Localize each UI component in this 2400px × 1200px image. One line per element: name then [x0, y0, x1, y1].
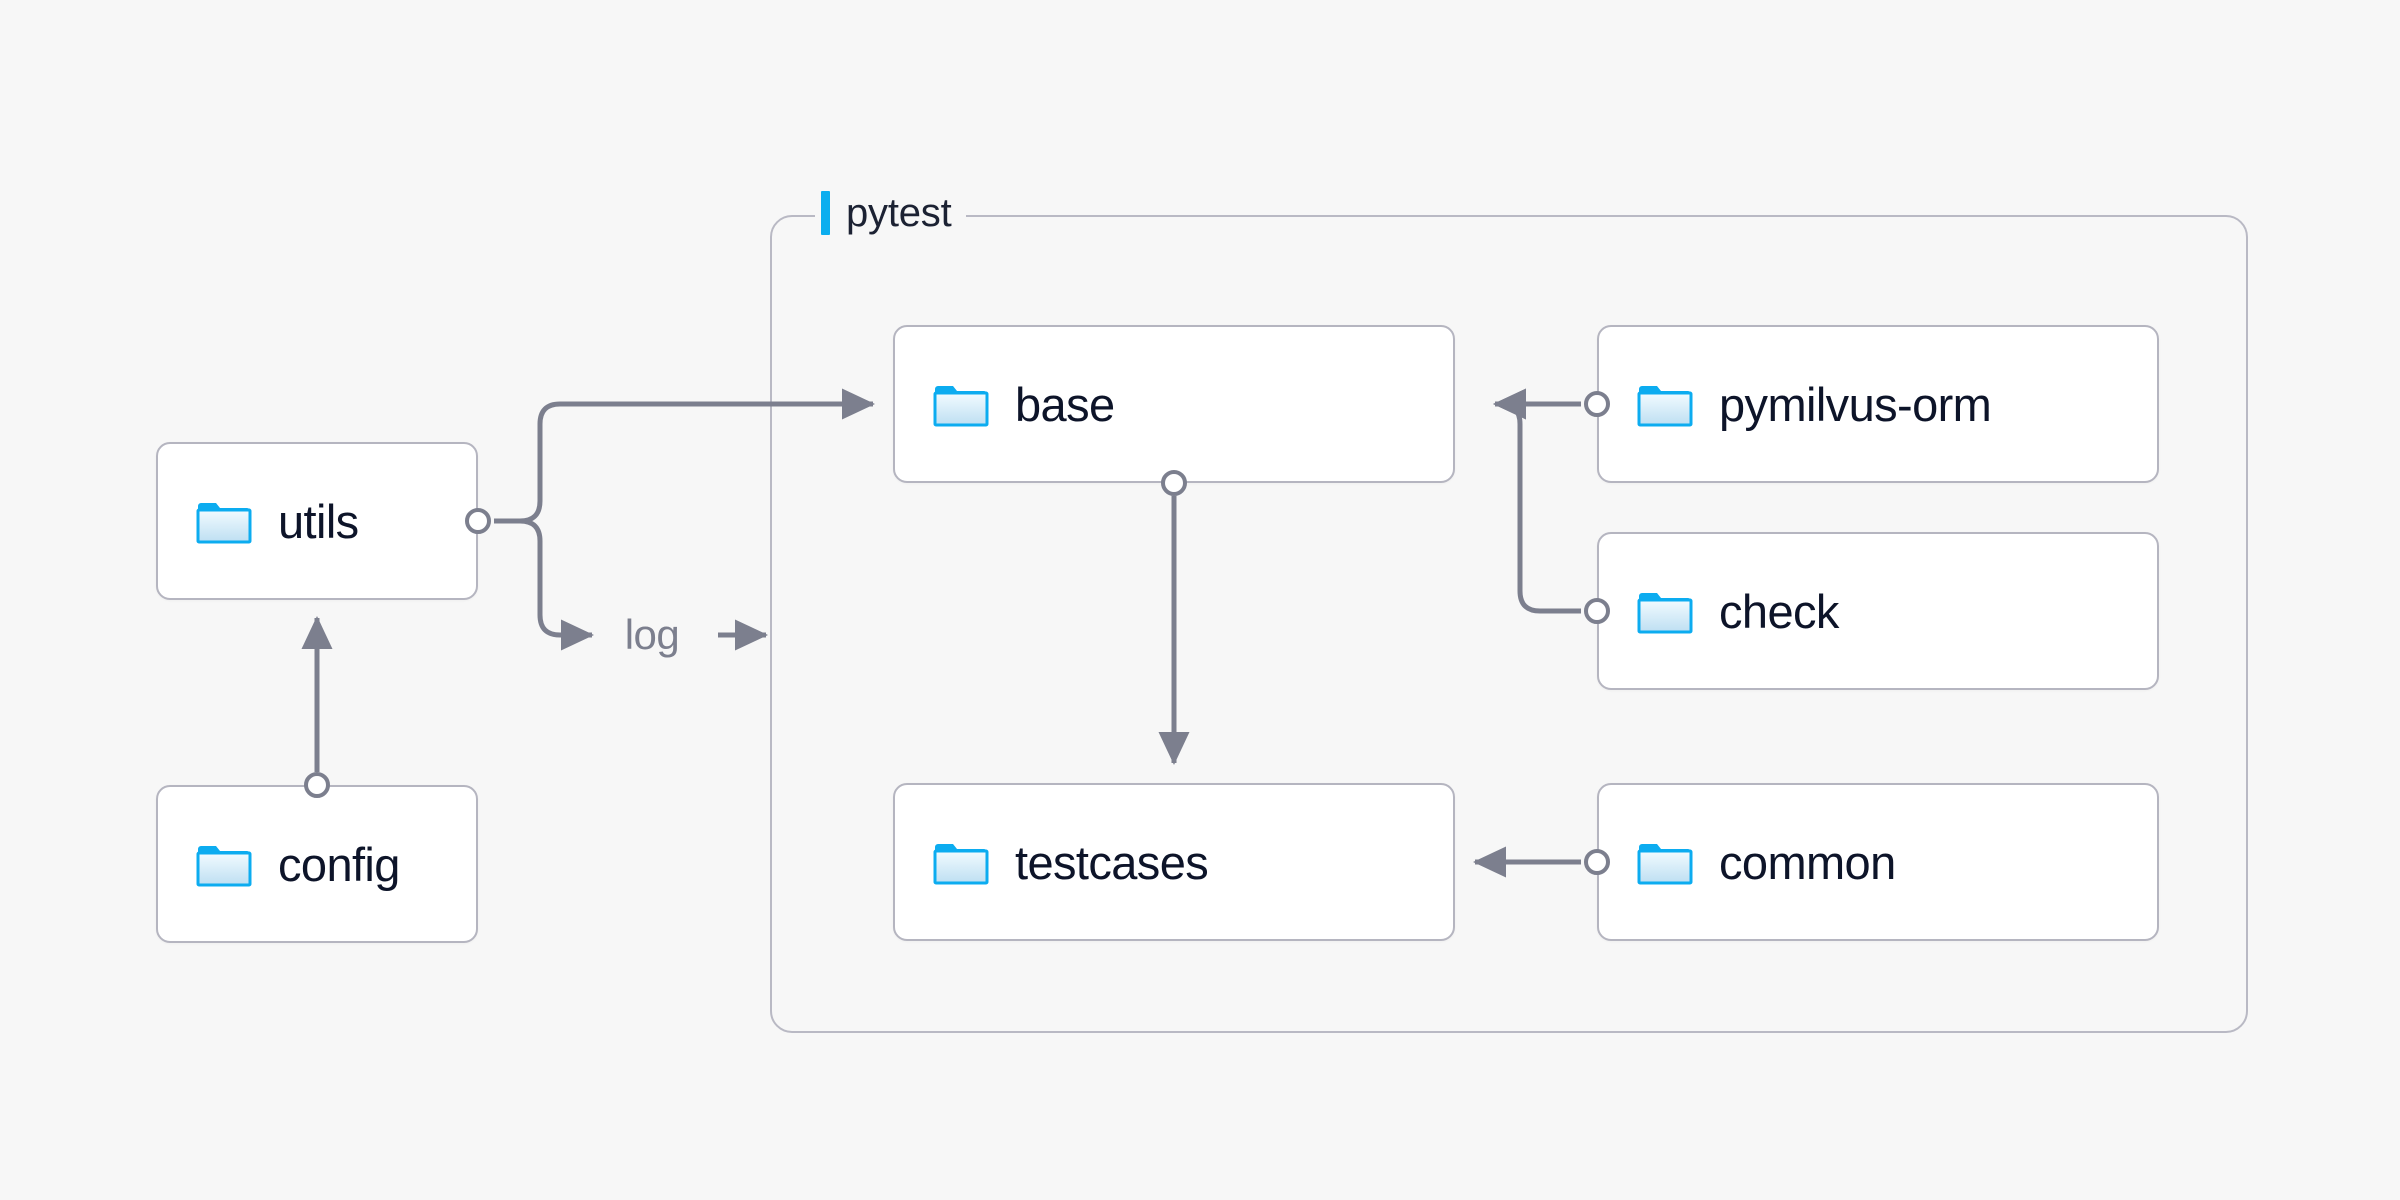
- node-base[interactable]: base: [893, 325, 1455, 483]
- folder-icon: [196, 846, 252, 887]
- port-check-left[interactable]: [1584, 598, 1610, 624]
- node-label: base: [1015, 377, 1115, 431]
- node-content: pymilvus-orm: [1599, 377, 1992, 431]
- node-content: utils: [158, 498, 359, 545]
- group-pytest[interactable]: [770, 215, 2248, 1033]
- folder-icon: [196, 503, 252, 544]
- node-content: common: [1599, 839, 1896, 886]
- group-pytest-label: pytest: [815, 190, 966, 236]
- node-content: base: [895, 381, 1115, 428]
- node-label: config: [278, 837, 400, 891]
- node-testcases[interactable]: testcases: [893, 783, 1455, 941]
- node-config[interactable]: config: [156, 785, 478, 943]
- node-check[interactable]: check: [1597, 532, 2159, 690]
- port-base-bottom[interactable]: [1161, 470, 1187, 496]
- node-label: common: [1719, 835, 1896, 889]
- node-label: utils: [278, 494, 359, 548]
- edge-label-log: log: [624, 611, 680, 658]
- node-content: config: [158, 841, 400, 888]
- folder-icon: [1637, 593, 1693, 634]
- group-accent-bar: [821, 191, 830, 235]
- port-config-top[interactable]: [304, 772, 330, 798]
- node-pymilvus-orm[interactable]: pymilvus-orm: [1597, 325, 2159, 483]
- edge-utils-log[interactable]: [494, 518, 595, 651]
- node-label: check: [1719, 584, 1839, 638]
- node-content: testcases: [895, 835, 1209, 889]
- folder-icon: [933, 386, 989, 427]
- folder-icon: [1637, 844, 1693, 885]
- node-content: check: [1599, 588, 1839, 635]
- port-utils-right[interactable]: [465, 508, 491, 534]
- folder-icon: [933, 844, 989, 885]
- port-pymilvus-orm-left[interactable]: [1584, 391, 1610, 417]
- node-label: pymilvus-orm: [1719, 377, 1992, 431]
- node-utils[interactable]: utils: [156, 442, 478, 600]
- folder-icon: [1637, 386, 1693, 427]
- group-label-text: pytest: [846, 191, 952, 235]
- port-common-left[interactable]: [1584, 849, 1610, 875]
- node-common[interactable]: common: [1597, 783, 2159, 941]
- node-label: testcases: [1015, 835, 1209, 889]
